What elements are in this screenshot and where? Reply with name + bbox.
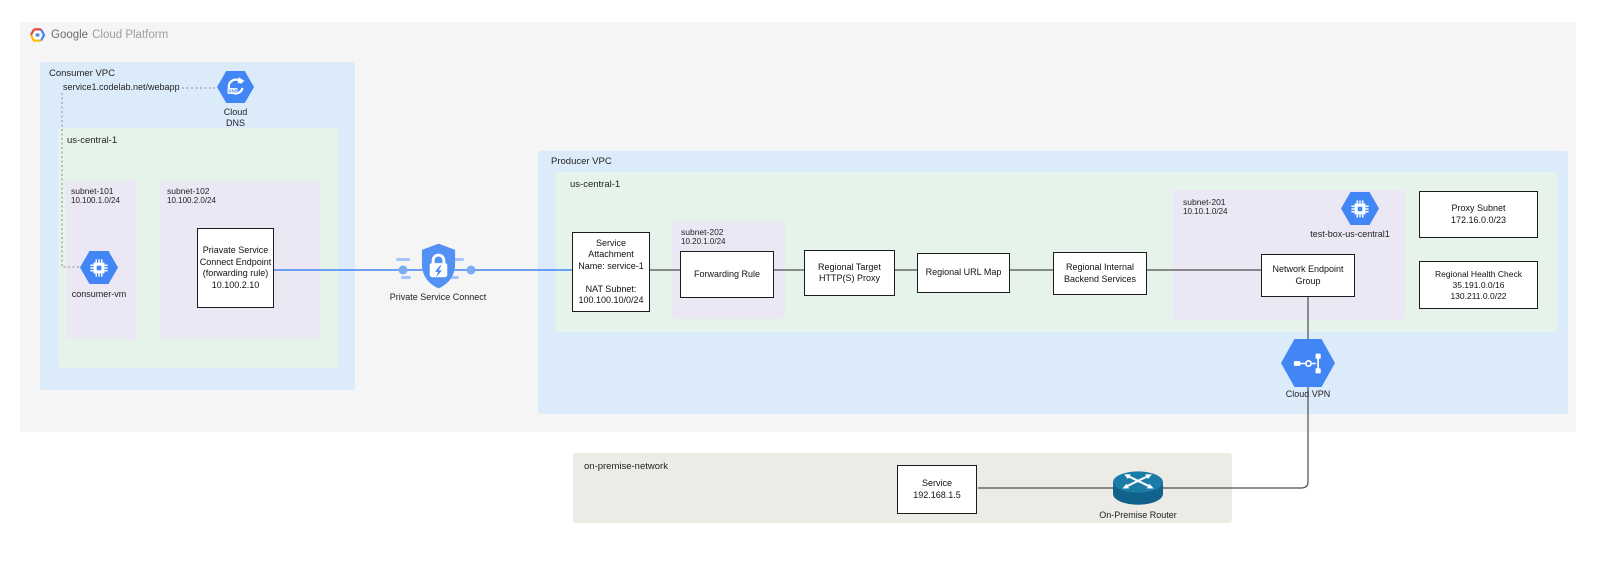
backend-services-box: Regional Internal Backend Services <box>1053 252 1147 295</box>
subnet-201-name: subnet-201 <box>1183 197 1226 207</box>
producer-vpc-label: Producer VPC <box>551 156 612 167</box>
test-box-icon <box>1341 192 1379 225</box>
subnet-101-name: subnet-101 <box>71 186 114 196</box>
cloud-vpn-label: Cloud VPN <box>1285 389 1331 399</box>
dns-record-text: service1.codelab.net/webapp <box>63 82 180 92</box>
on-premise-service-box: Service 192.168.1.5 <box>897 465 977 514</box>
consumer-region-label: us-central-1 <box>67 135 118 146</box>
private-service-connect-label: Private Service Connect <box>389 292 487 302</box>
forwarding-rule-box: Forwarding Rule <box>680 251 774 298</box>
producer-region-label: us-central-1 <box>570 179 621 190</box>
svg-text:DNS: DNS <box>228 88 237 93</box>
proxy-subnet-box: Proxy Subnet 172.16.0.0/23 <box>1419 191 1538 238</box>
service-attachment-box: Service Attachment Name: service-1 NAT S… <box>572 232 650 312</box>
cloud-dns-icon: DNS <box>217 71 254 103</box>
consumer-vm-label: consumer-vm <box>71 289 127 299</box>
on-premise-router-icon <box>1111 470 1165 507</box>
on-premise-label: on-premise-network <box>584 461 668 472</box>
consumer-vm-icon <box>80 251 118 284</box>
subnet-101-cidr: 10.100.1.0/24 <box>71 196 120 205</box>
url-map-box: Regional URL Map <box>917 253 1010 293</box>
gcp-logo-icon <box>30 28 45 42</box>
consumer-vpc-label: Consumer VPC <box>49 68 115 79</box>
subnet-201-cidr: 10.10.1.0/24 <box>1183 207 1228 216</box>
network-endpoint-group-box: Network Endpoint Group <box>1261 254 1355 297</box>
gcp-logo-text-google: Google <box>51 29 89 41</box>
psc-endpoint-box: Priavate Service Connect Endpoint (forwa… <box>197 228 274 308</box>
subnet-102-cidr: 10.100.2.0/24 <box>167 196 216 205</box>
private-service-connect-icon <box>419 242 458 290</box>
cloud-dns-label: Cloud DNS <box>223 107 248 128</box>
gcp-logo-text-platform: Cloud Platform <box>92 29 169 41</box>
target-proxy-box: Regional Target HTTP(S) Proxy <box>804 250 895 296</box>
health-check-box: Regional Health Check 35.191.0.0/16 130.… <box>1419 261 1538 309</box>
on-premise-router-label: On-Premise Router <box>1099 510 1177 520</box>
test-box-label: test-box-us-central1 <box>1310 229 1390 239</box>
cloud-vpn-icon <box>1281 339 1335 387</box>
subnet-202-cidr: 10.20.1.0/24 <box>681 237 726 246</box>
subnet-202-name: subnet-202 <box>681 227 724 237</box>
subnet-102-name: subnet-102 <box>167 186 210 196</box>
gcp-logo: Google Cloud Platform <box>30 28 168 42</box>
